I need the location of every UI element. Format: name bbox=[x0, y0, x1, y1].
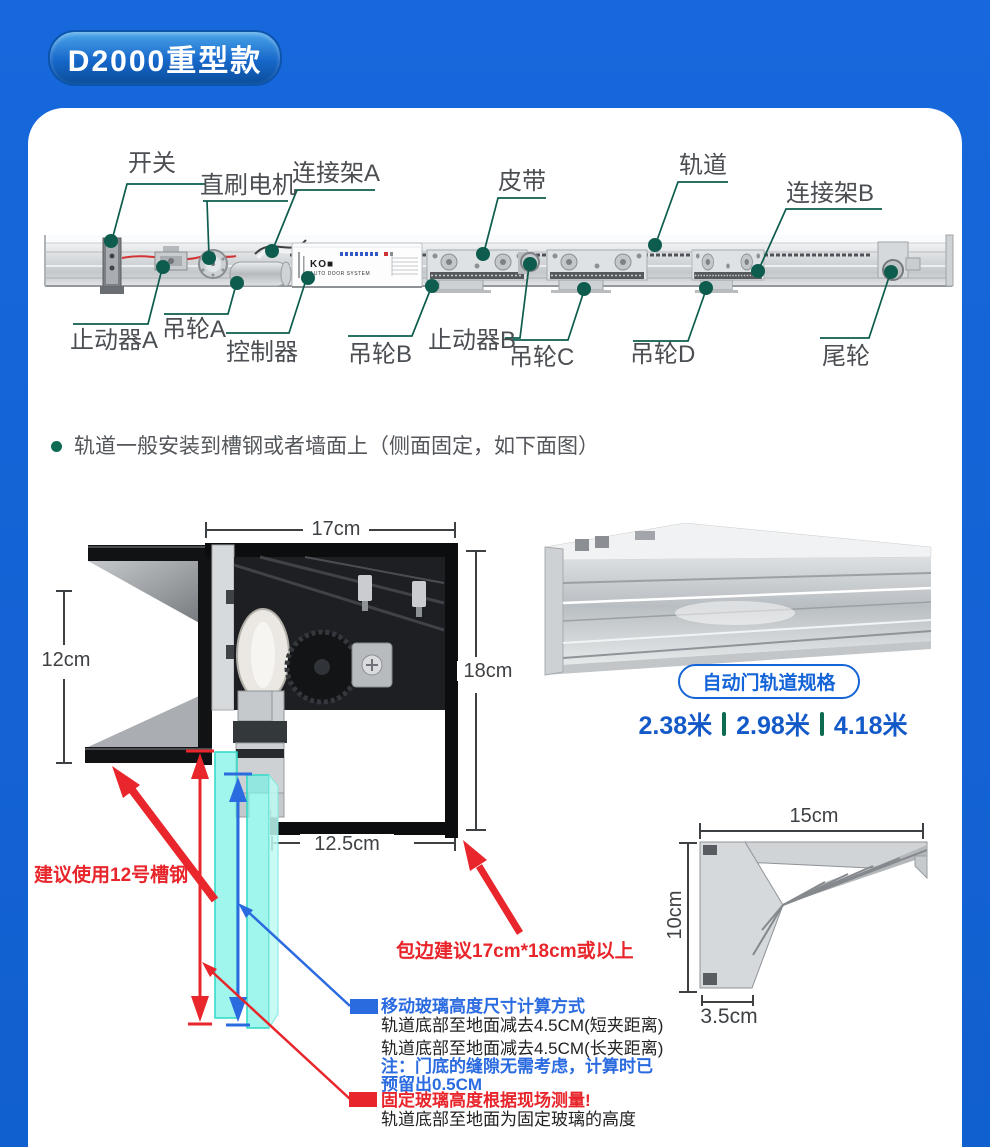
label-stopper-a: 止动器A bbox=[70, 327, 159, 354]
legend-fixed-title: 固定玻璃高度根据现场测量! bbox=[381, 1091, 591, 1110]
fixed-glass-pointer bbox=[202, 962, 351, 1100]
label-bracket-b: 连接架B bbox=[786, 180, 875, 207]
channel-steel bbox=[85, 545, 212, 765]
fixed-glass-marker bbox=[349, 1092, 377, 1107]
track-spec-title: 自动门轨道规格 bbox=[702, 673, 836, 694]
label-hanger-a: 吊轮A bbox=[162, 316, 227, 343]
dim-10cm: 10cm bbox=[664, 885, 686, 945]
label-belt: 皮带 bbox=[498, 168, 546, 195]
legend-moving-title: 移动玻璃高度尺寸计算方式 bbox=[381, 997, 585, 1016]
track-length-3: 4.18米 bbox=[833, 712, 908, 740]
label-hanger-c: 吊轮C bbox=[509, 344, 575, 371]
led-indicators bbox=[340, 252, 393, 256]
model-badge-label: D2000重型款 bbox=[67, 45, 263, 78]
dim-15cm: 15cm bbox=[783, 806, 845, 826]
controller-brand-text: KO■ bbox=[310, 259, 335, 270]
track-lengths: 2.38米 2.98米 4.18米 bbox=[628, 706, 918, 742]
dim-15cm-line bbox=[699, 823, 924, 839]
bullet-icon bbox=[51, 441, 62, 452]
moving-glass-pointer bbox=[238, 903, 351, 1007]
wiring-diagram-lines bbox=[391, 256, 418, 276]
profile-shape bbox=[699, 841, 928, 989]
label-controller: 控制器 bbox=[226, 339, 298, 366]
track-length-2: 2.98米 bbox=[736, 712, 810, 740]
cross-section-illustration bbox=[56, 522, 523, 1100]
label-hanger-b: 吊轮B bbox=[348, 341, 413, 368]
leader-lines-overlay bbox=[73, 181, 898, 342]
leader-dots bbox=[104, 234, 898, 296]
profile-section-illustration bbox=[679, 823, 928, 1009]
separator-bar bbox=[722, 712, 727, 736]
dim-12-5cm: 12.5cm bbox=[300, 834, 394, 854]
dim-17cm: 17cm bbox=[303, 519, 369, 539]
rail-3d-picture bbox=[544, 522, 932, 676]
dim-12cm: 12cm bbox=[36, 650, 96, 670]
dim-10cm-line bbox=[679, 842, 697, 993]
label-hanger-d: 吊轮D bbox=[630, 341, 696, 368]
legend-fixed-desc: 轨道底部至地面为固定玻璃的高度 bbox=[381, 1110, 636, 1129]
dim-17cm-line bbox=[205, 522, 456, 538]
model-badge: D2000重型款 bbox=[48, 30, 282, 86]
channel-steel-note: 建议使用12号槽钢 bbox=[34, 865, 189, 886]
moving-glass-marker bbox=[350, 999, 378, 1014]
label-switch: 开关 bbox=[128, 150, 176, 177]
wrap-size-note: 包边建议17cm*18cm或以上 bbox=[396, 941, 634, 962]
label-bracket-a: 连接架A bbox=[292, 160, 381, 187]
legend-calc-1: 轨道底部至地面减去4.5CM(短夹距离) bbox=[381, 1016, 664, 1035]
moving-glass-height-arrow bbox=[224, 772, 252, 1027]
separator-bar bbox=[819, 712, 824, 736]
dim-18cm: 18cm bbox=[457, 661, 519, 681]
dim-12cm-line bbox=[56, 590, 72, 764]
wrap-frame bbox=[205, 543, 458, 838]
controller-sub-text: AUTO DOOR SYSTEM bbox=[310, 271, 371, 277]
legend-note-2: 预留出0.5CM bbox=[381, 1075, 483, 1094]
label-tail-wheel: 尾轮 bbox=[822, 343, 870, 370]
channel-steel-arrow bbox=[112, 766, 219, 903]
dim-3-5cm: 3.5cm bbox=[694, 1006, 764, 1027]
install-note: 轨道一般安装到槽钢或者墙面上（侧面固定，如下面图） bbox=[74, 435, 599, 458]
label-motor: 直刷电机 bbox=[200, 172, 296, 199]
legend-note-1: 注：门底的缝隙无需考虑，计算时已 bbox=[381, 1057, 653, 1076]
dim-18cm-line bbox=[466, 550, 486, 831]
track-mechanism-illustration bbox=[44, 234, 954, 294]
track-length-1: 2.38米 bbox=[638, 712, 713, 740]
label-track: 轨道 bbox=[679, 152, 727, 179]
legend-calc-2: 轨道底部至地面减去4.5CM(长夹距离) bbox=[381, 1039, 664, 1058]
track-spec-badge: 自动门轨道规格 bbox=[678, 664, 860, 699]
wrap-frame-arrow bbox=[463, 840, 523, 935]
controller-box bbox=[291, 242, 423, 288]
label-stopper-b: 止动器B bbox=[428, 327, 517, 354]
glass-panels bbox=[214, 751, 279, 1030]
